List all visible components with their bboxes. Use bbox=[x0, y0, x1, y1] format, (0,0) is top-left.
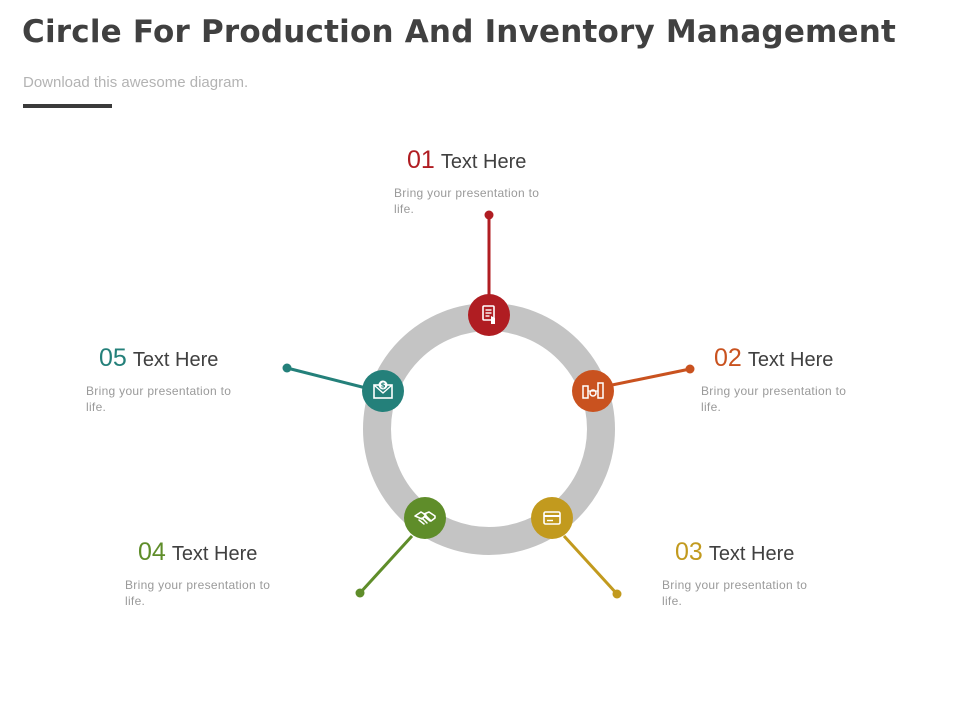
node-04 bbox=[404, 497, 446, 539]
page-title: Circle For Production And Inventory Mana… bbox=[22, 14, 897, 50]
handshake-icon bbox=[414, 511, 436, 525]
svg-text:$: $ bbox=[381, 381, 386, 389]
connector-01 bbox=[484, 210, 494, 296]
node-02 bbox=[572, 370, 614, 412]
step-03-description: Bring your presentation to life. bbox=[662, 578, 808, 608]
step-03-number: 03 bbox=[675, 538, 703, 566]
step-05-description: Bring your presentation to life. bbox=[86, 384, 232, 414]
step-02-number: 02 bbox=[714, 344, 742, 372]
document-touch-icon bbox=[482, 305, 495, 324]
node-05: $ bbox=[362, 370, 404, 412]
credit-card-icon bbox=[543, 511, 561, 525]
step-05-title: Text Here bbox=[132, 349, 219, 371]
step-01-title: Text Here bbox=[440, 151, 527, 173]
step-04-number: 04 bbox=[138, 538, 166, 566]
connector-03 bbox=[562, 534, 622, 599]
node-01 bbox=[468, 294, 510, 336]
step-02-description: Bring your presentation to life. bbox=[701, 384, 847, 414]
machinery-icon bbox=[582, 382, 604, 399]
page-subtitle: Download this awesome diagram. bbox=[23, 74, 249, 91]
connector-05 bbox=[282, 363, 367, 390]
money-envelope-icon: $ bbox=[373, 380, 393, 399]
step-04-description: Bring your presentation to life. bbox=[125, 578, 271, 608]
step-02-title: Text Here bbox=[747, 349, 834, 371]
step-03-title: Text Here bbox=[708, 543, 795, 565]
step-05-number: 05 bbox=[99, 344, 127, 372]
step-01-description: Bring your presentation to life. bbox=[394, 186, 540, 216]
step-04-title: Text Here bbox=[171, 543, 258, 565]
node-03 bbox=[531, 497, 573, 539]
connector-02 bbox=[611, 364, 695, 387]
title-underline bbox=[23, 104, 112, 108]
step-01-number: 01 bbox=[407, 146, 435, 174]
connector-04 bbox=[355, 534, 414, 598]
